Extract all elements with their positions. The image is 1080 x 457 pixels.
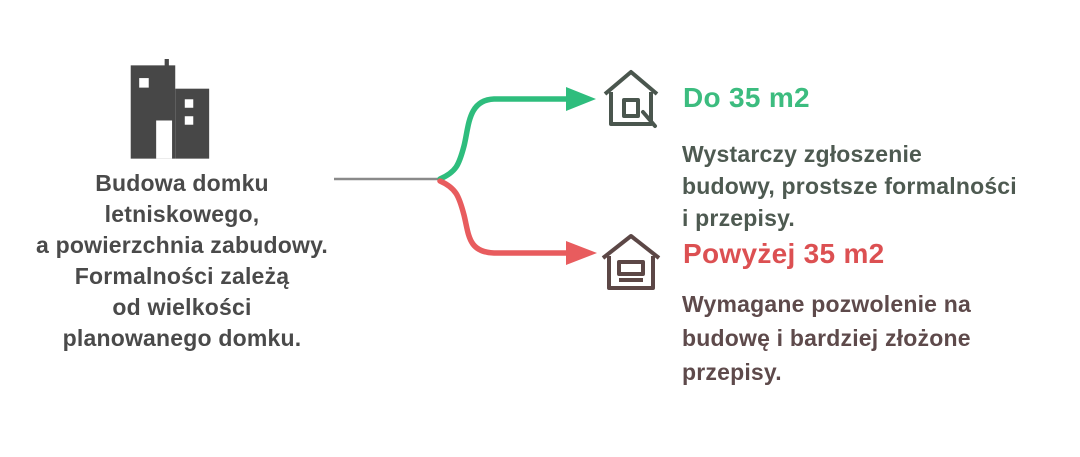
red-arrow-head [566, 241, 597, 265]
large-branch-heading: Powyżej 35 m2 [683, 238, 885, 269]
green-arrow-line [437, 96, 569, 182]
intro-text-block: Budowa domku letniskowego, a powierzchni… [22, 168, 342, 354]
intro-line: Budowa domku letniskowego, [95, 170, 269, 227]
intro-line: planowanego domku. [62, 325, 302, 351]
intro-line: a powierzchnia zabudowy. [36, 232, 328, 258]
buildings-icon [130, 59, 210, 159]
small-branch-body: Wystarczy zgłoszenie budowy, prostsze fo… [682, 138, 1072, 234]
large-branch-line: Wymagane pozwolenie na [682, 291, 971, 317]
intro-line: Formalności zależą [74, 263, 290, 289]
house-document-icon [603, 70, 659, 128]
house-window-icon [601, 234, 661, 290]
large-branch-line: przepisy. [682, 359, 782, 385]
large-branch-line: budowę i bardziej złożone [682, 325, 971, 351]
intro-line: od wielkości [112, 294, 252, 320]
small-branch-heading: Do 35 m2 [683, 82, 810, 113]
red-arrow-line [437, 178, 569, 256]
small-branch-line: i przepisy. [682, 205, 795, 231]
green-arrow-head [566, 87, 596, 111]
small-branch-line: Wystarczy zgłoszenie [682, 141, 923, 167]
large-branch-body: Wymagane pozwolenie na budowę i bardziej… [682, 287, 1052, 389]
small-branch-line: budowy, prostsze formalności [682, 173, 1017, 199]
